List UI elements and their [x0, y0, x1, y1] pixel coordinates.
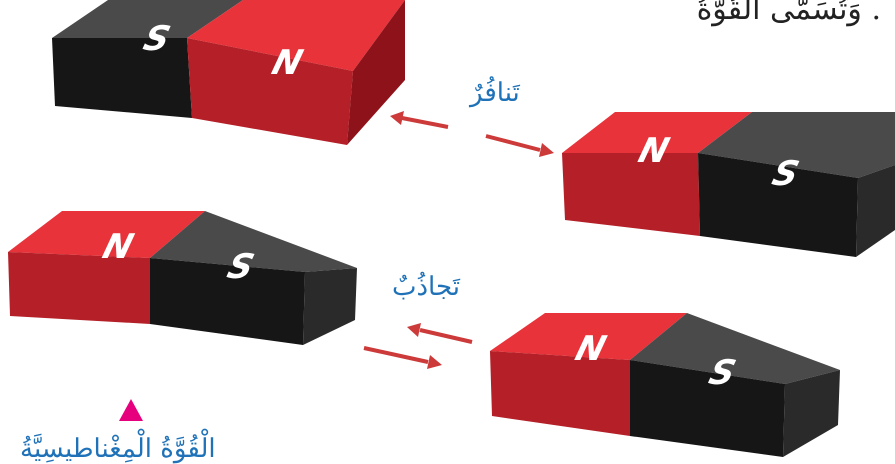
magnet-top-right-north-front [562, 153, 700, 236]
magnet-bottom-right: N S [490, 313, 840, 457]
repulsion-arrow-left [402, 118, 448, 127]
magnet-top-left-south-front [52, 38, 192, 118]
attraction-arrow-top [420, 330, 472, 342]
footer-text: الْقُوَّةُ الْمِغْناطيسِيَّةُ [20, 434, 216, 464]
repulsion-arrowhead-right [539, 143, 554, 157]
attraction-arrowhead-bottom [427, 355, 442, 369]
magnet-top-right-south-side [856, 165, 895, 257]
attraction-arrow-bottom [364, 348, 428, 362]
magnet-bottom-right-south-side [783, 370, 840, 457]
magnet-bottom-left-south-side [303, 268, 357, 345]
repulsion-arrow-right [486, 136, 540, 150]
magnet-top-left: S N [52, 0, 405, 145]
repulsion-label: تَنافُرٌ [470, 78, 520, 108]
attraction-arrowhead-top [407, 323, 421, 337]
magnet-top-right: N S [562, 112, 895, 257]
magnet-bottom-left-north-front [8, 252, 150, 324]
magnet-bottom-right-north-front [490, 351, 630, 436]
attraction-label: تَجاذُبٌ [392, 272, 460, 302]
magnet-bottom-left: N S [8, 211, 357, 345]
repulsion-arrowhead-left [390, 111, 404, 125]
repulsion-arrows [390, 111, 554, 157]
attraction-arrows [364, 323, 472, 369]
triangle-marker-icon [119, 399, 143, 421]
